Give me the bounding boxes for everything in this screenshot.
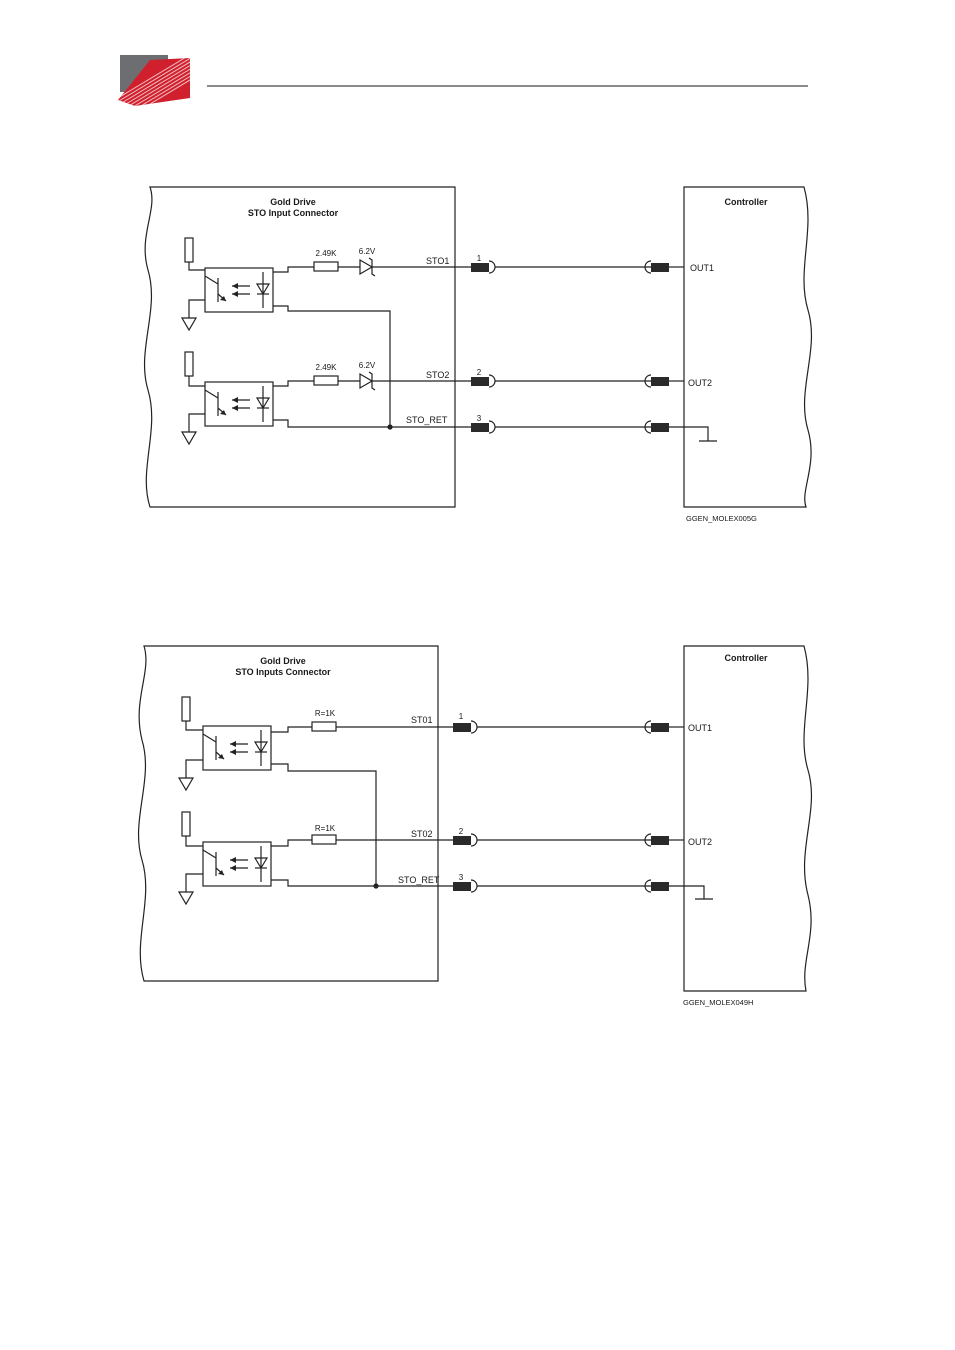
pin-number-1: 1 [477,254,482,263]
pullup-resistor [185,352,193,376]
drive-connector-pin-1 [453,721,477,733]
resistor-1k [312,835,336,844]
pullup-resistor [185,238,193,262]
pin-number-2: 2 [459,827,464,836]
signal-st01: ST01 [411,715,433,725]
controller-title: Controller [724,653,767,663]
drive-connector-pin-2 [471,375,495,387]
resistor-label: 2.49K [316,363,338,372]
resistor-label: 2.49K [316,249,338,258]
resistor-label: R=1K [315,709,336,718]
signal-sto-ret: STO_RET [398,875,440,885]
company-logo [98,50,230,110]
signal-sto2: STO2 [426,370,449,380]
pullup-resistor [182,812,190,836]
figure-id: GGEN_MOLEX005G [686,514,757,523]
resistor-1k [312,722,336,731]
resistor-2-49k [314,376,338,385]
diagram-1: Gold Drive STO Input Connector Controlle… [145,187,812,523]
signal-sto-ret: STO_RET [406,415,448,425]
junction-dot [373,883,378,888]
drive-connector-pin-3 [471,421,495,433]
figure-id: GGEN_MOLEX049H [683,998,753,1007]
pullup-resistor [182,697,190,721]
output-out2: OUT2 [688,837,712,847]
output-out1: OUT1 [688,723,712,733]
drive-subtitle: STO Input Connector [248,208,339,218]
resistor-2-49k [314,262,338,271]
zener-label: 6.2V [359,361,376,370]
drive-connector-pin-2 [453,834,477,846]
zener-label: 6.2V [359,247,376,256]
junction-dot [387,424,392,429]
signal-sto1: STO1 [426,256,449,266]
output-out1: OUT1 [690,263,714,273]
pin-number-3: 3 [477,414,482,423]
pin-number-1: 1 [459,712,464,721]
output-out2: OUT2 [688,378,712,388]
drive-title: Gold Drive [270,197,316,207]
diagram-2: Gold Drive STO Inputs Connector Controll… [139,646,812,1007]
drive-connector-pin-3 [453,880,477,892]
drive-subtitle: STO Inputs Connector [235,667,331,677]
controller-title: Controller [724,197,767,207]
pin-number-2: 2 [477,368,482,377]
drive-title: Gold Drive [260,656,306,666]
resistor-label: R=1K [315,824,336,833]
signal-st02: ST02 [411,829,433,839]
drive-box [145,187,455,507]
controller-box [684,646,811,991]
drive-connector-pin-1 [471,261,495,273]
pin-number-3: 3 [459,873,464,882]
controller-box [684,187,811,507]
